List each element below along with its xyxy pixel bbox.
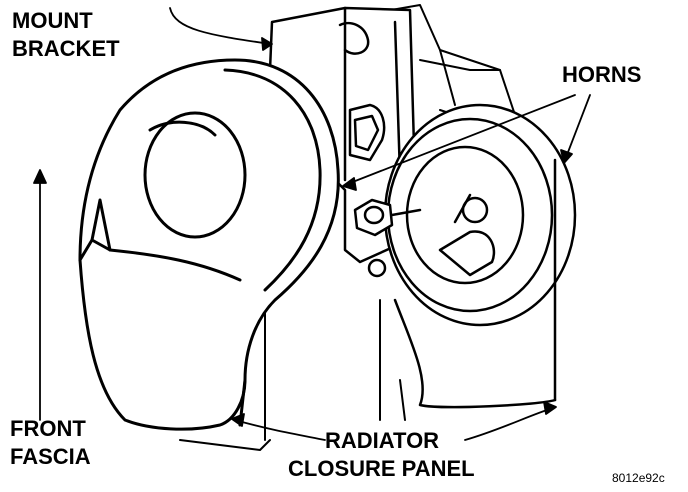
leader-radiator-1 — [234, 419, 326, 441]
arrow-horns-2 — [560, 149, 573, 164]
figure-code: 8012e92c — [612, 471, 665, 485]
leader-horns-1 — [344, 94, 576, 186]
leader-mount-bracket — [169, 7, 271, 45]
label-mount: MOUNT — [12, 8, 93, 33]
label-fascia: FASCIA — [10, 444, 91, 469]
label-closure-panel: CLOSURE PANEL — [288, 456, 475, 481]
leader-radiator-2 — [464, 407, 554, 441]
arrow-horns-1 — [342, 177, 357, 191]
label-radiator: RADIATOR — [325, 428, 440, 453]
arrow-front-fascia — [33, 169, 47, 184]
leader-horns-2 — [564, 94, 591, 161]
arrow-radiator-1 — [231, 413, 245, 427]
rear-horn — [383, 103, 577, 409]
leader-lines — [33, 7, 591, 441]
mounting-nut — [353, 198, 422, 278]
arrow-radiator-2 — [543, 401, 557, 415]
label-horns: HORNS — [562, 62, 642, 87]
front-horn — [78, 58, 340, 431]
label-front: FRONT — [10, 416, 86, 441]
mount-bracket — [268, 6, 422, 264]
arrow-mount-bracket — [261, 37, 273, 51]
label-bracket: BRACKET — [12, 36, 120, 61]
